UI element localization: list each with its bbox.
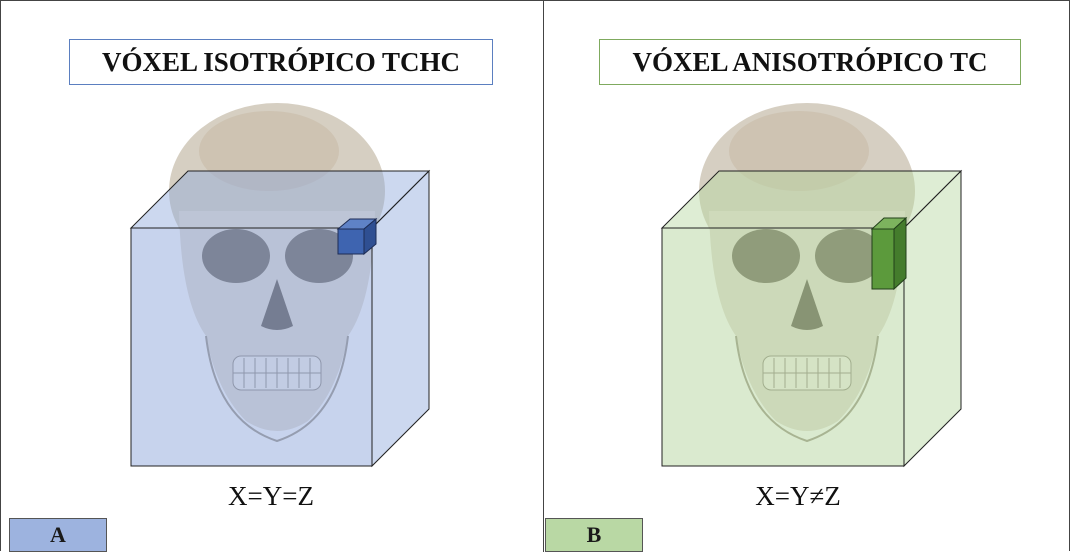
panel-b-tag: B: [545, 518, 643, 552]
anisotropic-volume-cube: [662, 171, 961, 466]
panel-b-formula: X=Y≠Z: [648, 481, 948, 512]
panel-a-formula: X=Y=Z: [121, 481, 421, 512]
anisotropic-voxel: [872, 218, 906, 289]
isotropic-volume-cube: [131, 171, 429, 466]
isotropic-voxel: [338, 219, 376, 254]
panel-b: VÓXEL ANISOTRÓPICO TC: [544, 1, 1069, 552]
panel-a-tag: A: [9, 518, 107, 552]
panel-b-illustration: [544, 1, 1069, 552]
panel-a: VÓXEL ISOTRÓPICO TCHC: [1, 1, 544, 552]
panel-a-illustration: [1, 1, 544, 552]
